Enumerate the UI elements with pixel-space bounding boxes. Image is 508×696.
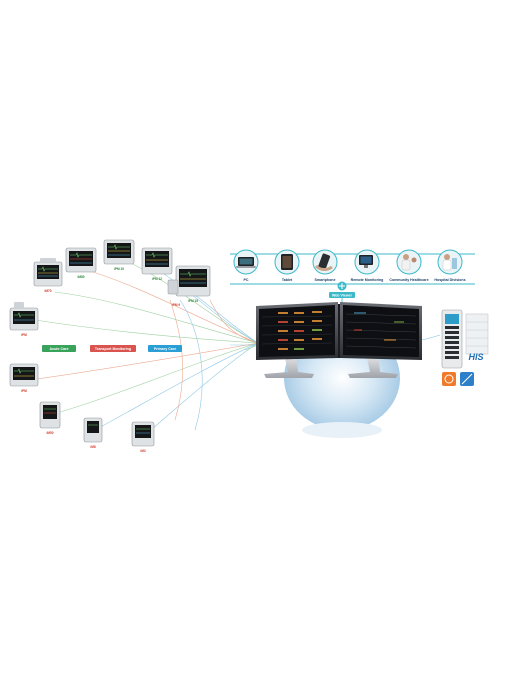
central-screen-left [256, 302, 338, 360]
care-pill-label: Transport Monitoring [95, 347, 131, 351]
hl7-icon [442, 372, 456, 386]
bedside-monitor: iM50 [39, 401, 61, 435]
category-label: Smartphone [315, 278, 336, 282]
monitor-label: iPM 10 [114, 267, 124, 271]
monitor-label: iM80 [77, 275, 84, 279]
monitor-label: iM50 [46, 431, 53, 435]
bedside-monitor: iPM [9, 302, 39, 337]
laptop-icon [233, 249, 259, 275]
central-screen-right [340, 302, 422, 360]
hospital-divisions-icon [437, 249, 463, 275]
his-server: HIS [436, 308, 496, 390]
monitor-label: iPM [21, 389, 27, 393]
tablet-icon [274, 249, 300, 275]
care-pill-label: Acute Care [50, 347, 69, 351]
web-viewer-label: Web Viewer [332, 294, 353, 298]
transport-monitoring-pill: Transport Monitoring [90, 345, 136, 352]
bedside-monitor: iM3 [131, 421, 155, 453]
bedside-monitors: iM70 iM80 iPM 10 iPM 12 iPM 15 iPM 9 [9, 239, 211, 453]
remote-monitoring-icon [354, 249, 380, 275]
category-label: Tablet [282, 278, 293, 282]
bedside-monitor: iM8 [83, 417, 103, 449]
monitor-label: iM70 [44, 289, 51, 293]
central-station [254, 300, 424, 382]
connection-lines [29, 257, 259, 436]
category-label: Hospital Divisions [434, 278, 465, 282]
smartphone-icon [312, 249, 338, 275]
monitor-label: iPM [21, 333, 27, 337]
care-pills: Acute Care Transport Monitoring Primary … [40, 341, 190, 352]
category-label: Community Healthcare [389, 278, 428, 282]
web-viewer-badge: Web Viewer [326, 280, 358, 300]
bedside-monitor: iPM [9, 363, 39, 393]
category-label: Remote Monitoring [351, 278, 384, 282]
acute-care-pill: Acute Care [42, 345, 76, 352]
bedside-monitor: iPM 12 [141, 247, 173, 281]
bedside-monitor: iPM 15 iPM 9 [167, 265, 211, 307]
monitor-label: iPM 12 [152, 277, 162, 281]
bedside-monitor: iM70 [33, 258, 63, 293]
category-label: PC [244, 278, 249, 282]
monitor-label: iPM 15 [188, 299, 198, 303]
his-label: HIS [468, 352, 483, 362]
monitor-label: iM8 [90, 445, 96, 449]
community-healthcare-icon [396, 249, 422, 275]
monitor-label: iM3 [140, 449, 146, 453]
monitor-label: iPM 9 [172, 303, 181, 307]
care-pill-label: Primary Care [154, 347, 176, 351]
primary-care-pill: Primary Care [148, 345, 182, 352]
bedside-monitor: iM80 [65, 247, 97, 279]
network-icon [460, 372, 474, 386]
category-row: PC Tablet Smartphone Remote Monitoring C… [228, 246, 478, 288]
bedside-monitor: iPM 10 [103, 239, 135, 271]
